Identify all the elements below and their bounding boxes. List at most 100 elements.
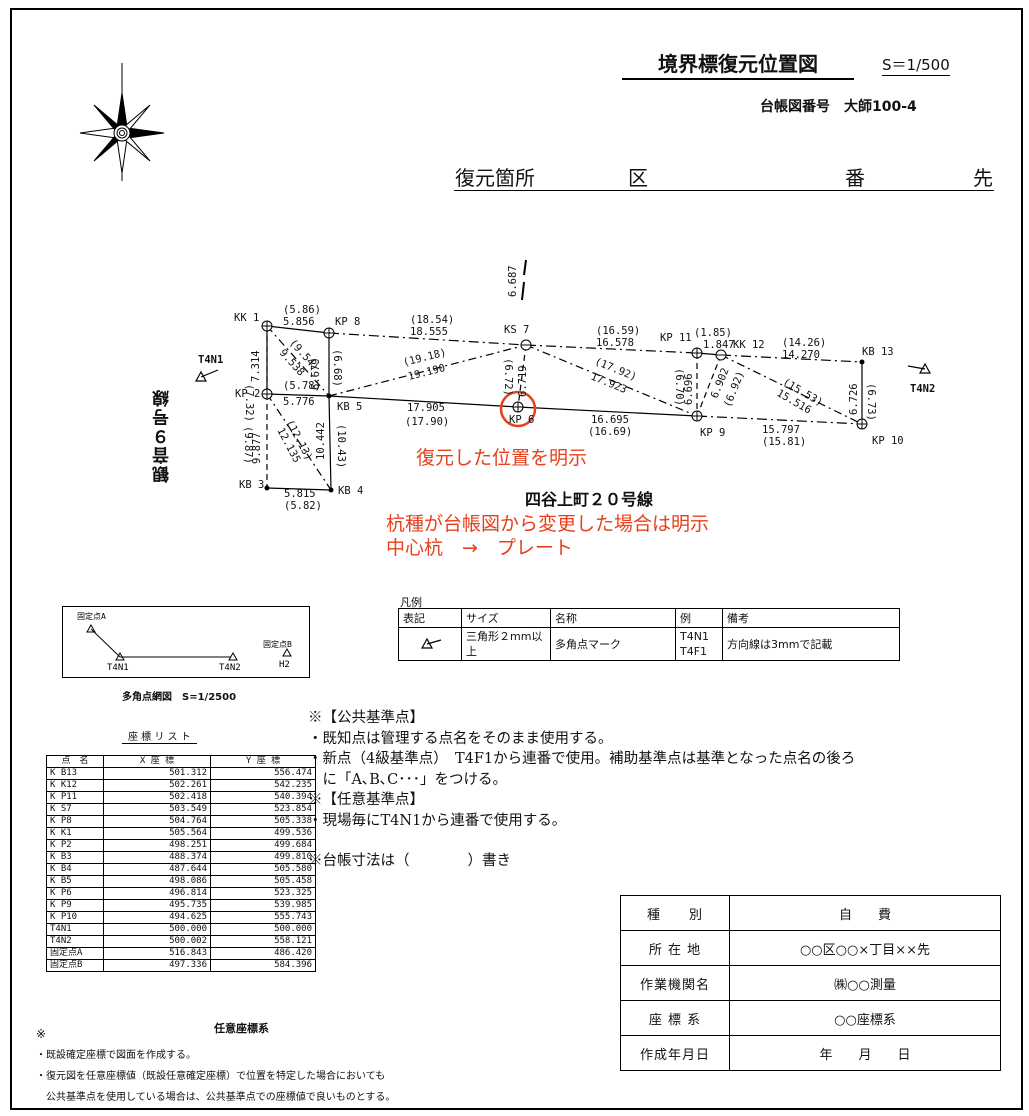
point-label: KB 5 — [337, 401, 362, 413]
point-label: KB 4 — [338, 485, 363, 497]
info-value: 年 月 日 — [729, 1035, 1001, 1071]
coord-x: 487.644 — [103, 863, 211, 876]
drawing-title: 境界標復元位置図 — [622, 48, 854, 80]
note-line: ※【公共基準点】 — [308, 710, 424, 726]
dimension-label: 6.687 — [507, 265, 519, 297]
road-name-vertical: 観音９号線 — [153, 388, 173, 483]
sketch-label: 固定点B — [263, 639, 292, 649]
site-saki: 先 — [973, 166, 993, 190]
coord-point-name: K K1 — [46, 827, 104, 840]
site-label: 復元箇所 — [455, 166, 535, 190]
dimension-label: 5.856 — [283, 316, 315, 328]
coord-y: 499.810 — [210, 851, 316, 864]
coord-x: 504.764 — [103, 815, 211, 828]
info-value: ㈱○○測量 — [729, 965, 1001, 1001]
dimension-label: (6.72) — [502, 358, 514, 396]
sketch-label: T4N1 — [107, 663, 129, 673]
note-line: ・既知点は管理する点名をそのまま使用する。 — [308, 730, 613, 747]
coord-point-name: K K12 — [46, 779, 104, 792]
coord-point-name: K B5 — [46, 875, 104, 888]
dimension-label: 6.696 — [683, 373, 695, 405]
type-change-line: 杭種が台帳図から変更した場合は明示 — [386, 513, 710, 535]
info-row: 種 別自 費 — [620, 895, 1001, 931]
coord-point-name: K B13 — [46, 767, 104, 780]
info-value: ○○区○○×丁目××先 — [729, 930, 1001, 966]
tie-line — [328, 344, 527, 397]
coord-x: 498.086 — [103, 875, 211, 888]
point-label: KP 2 — [235, 388, 260, 400]
info-row: 作成年月日年 月 日 — [620, 1035, 1001, 1071]
boundary-line — [328, 332, 527, 346]
coord-header: Y 座 標 — [210, 755, 316, 768]
drawing-frame — [10, 8, 1023, 1110]
coord-x: 488.374 — [103, 851, 211, 864]
dimension-label: (17.90) — [405, 416, 449, 428]
dimension-label: (6.68) — [331, 349, 343, 387]
info-table: 種 別自 費所 在 地○○区○○×丁目××先作業機関名㈱○○測量座 標 系○○座… — [620, 895, 1001, 1071]
coord-point-name: 固定点B — [46, 959, 104, 972]
dimension-label: 9.877 — [251, 432, 263, 464]
coord-y: 558.121 — [210, 935, 316, 948]
point-label: KK 1 — [234, 312, 259, 324]
boundary-line — [696, 415, 863, 425]
dimension-label: 16.578 — [596, 337, 634, 349]
dimension-label: (6.73) — [865, 383, 877, 421]
boundary-line — [266, 393, 330, 397]
coord-y: 505.580 — [210, 863, 316, 876]
dimension-label: 18.555 — [410, 326, 448, 338]
coord-x: 495.735 — [103, 899, 211, 912]
point-label: KK 12 — [733, 339, 765, 351]
info-key: 所 在 地 — [620, 930, 730, 966]
info-row: 座 標 系○○座標系 — [620, 1000, 1001, 1036]
coord-y: 584.396 — [210, 959, 316, 972]
coord-point-name: K P6 — [46, 887, 104, 900]
dimension-label: (5.78) — [283, 380, 321, 392]
coord-y: 523.325 — [210, 887, 316, 900]
tie-line — [266, 325, 330, 397]
coord-y: 505.458 — [210, 875, 316, 888]
coord-y: 499.536 — [210, 827, 316, 840]
info-row: 所 在 地○○区○○×丁目××先 — [620, 930, 1001, 966]
dimension-label: (5.86) — [283, 304, 321, 316]
coord-x: 496.814 — [103, 887, 211, 900]
dimension-label: (1.85) — [694, 327, 732, 339]
point-label: KP 6 — [509, 414, 534, 426]
legend-header: 名称 — [550, 608, 676, 628]
coord-point-name: K P11 — [46, 791, 104, 804]
boundary-line — [517, 406, 698, 417]
coord-x: 500.000 — [103, 923, 211, 936]
dimension-label: (9.87) — [242, 426, 254, 464]
type-change-note: 杭種が台帳図から変更した場合は明示 中心杭 → プレート — [386, 512, 709, 560]
boundary-line — [328, 395, 519, 408]
site-line — [454, 160, 994, 191]
coordinate-system-label: 任意座標系 — [214, 1022, 269, 1035]
tie-line — [266, 393, 332, 491]
dimension-label: (7.32) — [243, 384, 255, 422]
legend-header: 表記 — [398, 608, 462, 628]
info-row: 作業機関名㈱○○測量 — [620, 965, 1001, 1001]
dimension-label: 6.679 — [310, 358, 322, 390]
legend-header: サイズ — [461, 608, 551, 628]
boundary-line — [720, 354, 863, 363]
legend-header: 備考 — [722, 608, 900, 628]
legend-header: 例 — [675, 608, 723, 628]
restored-circle — [499, 390, 537, 428]
site-ku: 区 — [628, 166, 648, 190]
info-key: 種 別 — [620, 895, 730, 931]
legend-note: 方向線は3mmで記載 — [722, 627, 900, 661]
dimension-label: 7.314 — [250, 350, 262, 382]
info-value: ○○座標系 — [729, 1000, 1001, 1036]
coordinate-list-caption: 座 標 リ ス ト — [122, 728, 197, 744]
coord-y: 486.420 — [210, 947, 316, 960]
point-label: T4N2 — [910, 383, 935, 395]
legend-caption: 凡例 — [400, 596, 422, 609]
footnote-line: ・復元図を任意座標値（既設任意確定座標）で位置を特定した場合においても — [36, 1071, 386, 1082]
